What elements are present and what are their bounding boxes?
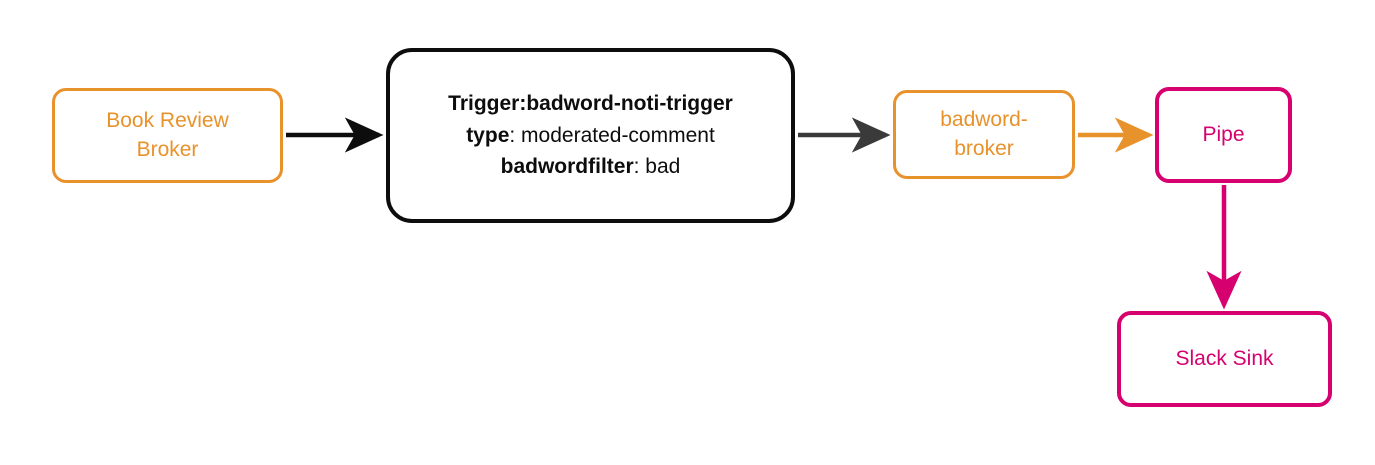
- node-book-review-broker-label: Book Review Broker: [106, 109, 229, 161]
- trigger-line-type: type: moderated-comment: [448, 120, 733, 152]
- trigger-value-badwordfilter: : bad: [633, 155, 681, 179]
- trigger-key-trigger: Trigger:: [448, 91, 527, 115]
- node-slack-sink[interactable]: Slack Sink: [1117, 311, 1332, 407]
- node-slack-sink-label: Slack Sink: [1175, 346, 1274, 370]
- node-badword-broker-label: badword- broker: [940, 108, 1028, 160]
- node-book-review-broker[interactable]: Book Review Broker: [52, 88, 283, 183]
- trigger-body: Trigger:badword-noti-trigger type: moder…: [434, 88, 747, 184]
- trigger-line-name: Trigger:badword-noti-trigger: [448, 88, 733, 120]
- trigger-line-badwordfilter: badwordfilter: bad: [448, 151, 733, 183]
- node-trigger[interactable]: Trigger:badword-noti-trigger type: moder…: [386, 48, 795, 223]
- trigger-value-trigger: badword-noti-trigger: [526, 91, 733, 115]
- trigger-key-type: type: [466, 123, 510, 147]
- node-pipe[interactable]: Pipe: [1155, 87, 1292, 183]
- trigger-key-badwordfilter: badwordfilter: [500, 155, 634, 179]
- node-pipe-label: Pipe: [1202, 122, 1245, 146]
- trigger-value-type: : moderated-comment: [509, 123, 715, 147]
- node-badword-broker[interactable]: badword- broker: [893, 90, 1075, 179]
